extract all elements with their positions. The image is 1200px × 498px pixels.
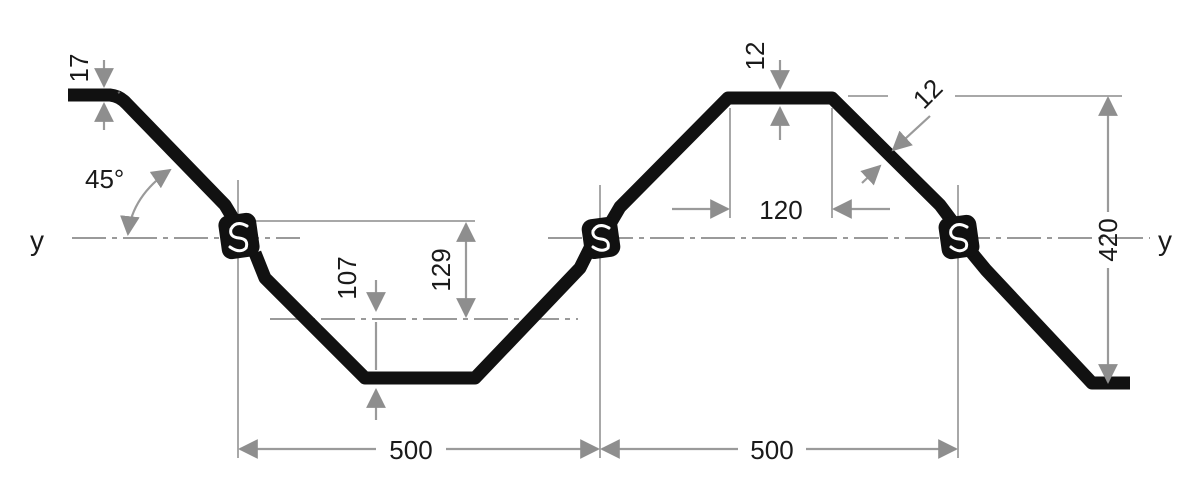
dimension-420-label: 420: [1093, 218, 1123, 261]
dimension-12-flange: 12: [740, 42, 790, 140]
dimension-500-left-label: 500: [389, 435, 432, 465]
dimension-500-right-label: 500: [750, 435, 793, 465]
interlock-center: [581, 216, 621, 260]
dimension-12-flange-label: 12: [740, 42, 770, 71]
angle-45-label: 45°: [85, 164, 124, 194]
dimension-420: 420: [1093, 96, 1123, 384]
dimension-120-label: 120: [759, 195, 802, 225]
dimension-17: 17: [64, 54, 114, 130]
dimension-107-label: 107: [332, 256, 362, 299]
axis-label-y-left: y: [30, 225, 44, 256]
dimension-500-left: 500: [238, 435, 600, 465]
angle-45: 45°: [85, 164, 172, 236]
dimension-129: 129: [426, 222, 476, 318]
dimension-107: 107: [332, 256, 386, 420]
axis-label-y-right: y: [1158, 225, 1172, 256]
interlock-left: [218, 212, 260, 260]
dimension-17-label: 17: [64, 54, 94, 83]
dimension-500-right: 500: [600, 435, 958, 465]
dimension-120: 120: [672, 195, 890, 225]
interlock-right: [938, 214, 980, 260]
dimension-129-label: 129: [426, 248, 456, 291]
dimension-12-web-label: 12: [907, 73, 949, 115]
